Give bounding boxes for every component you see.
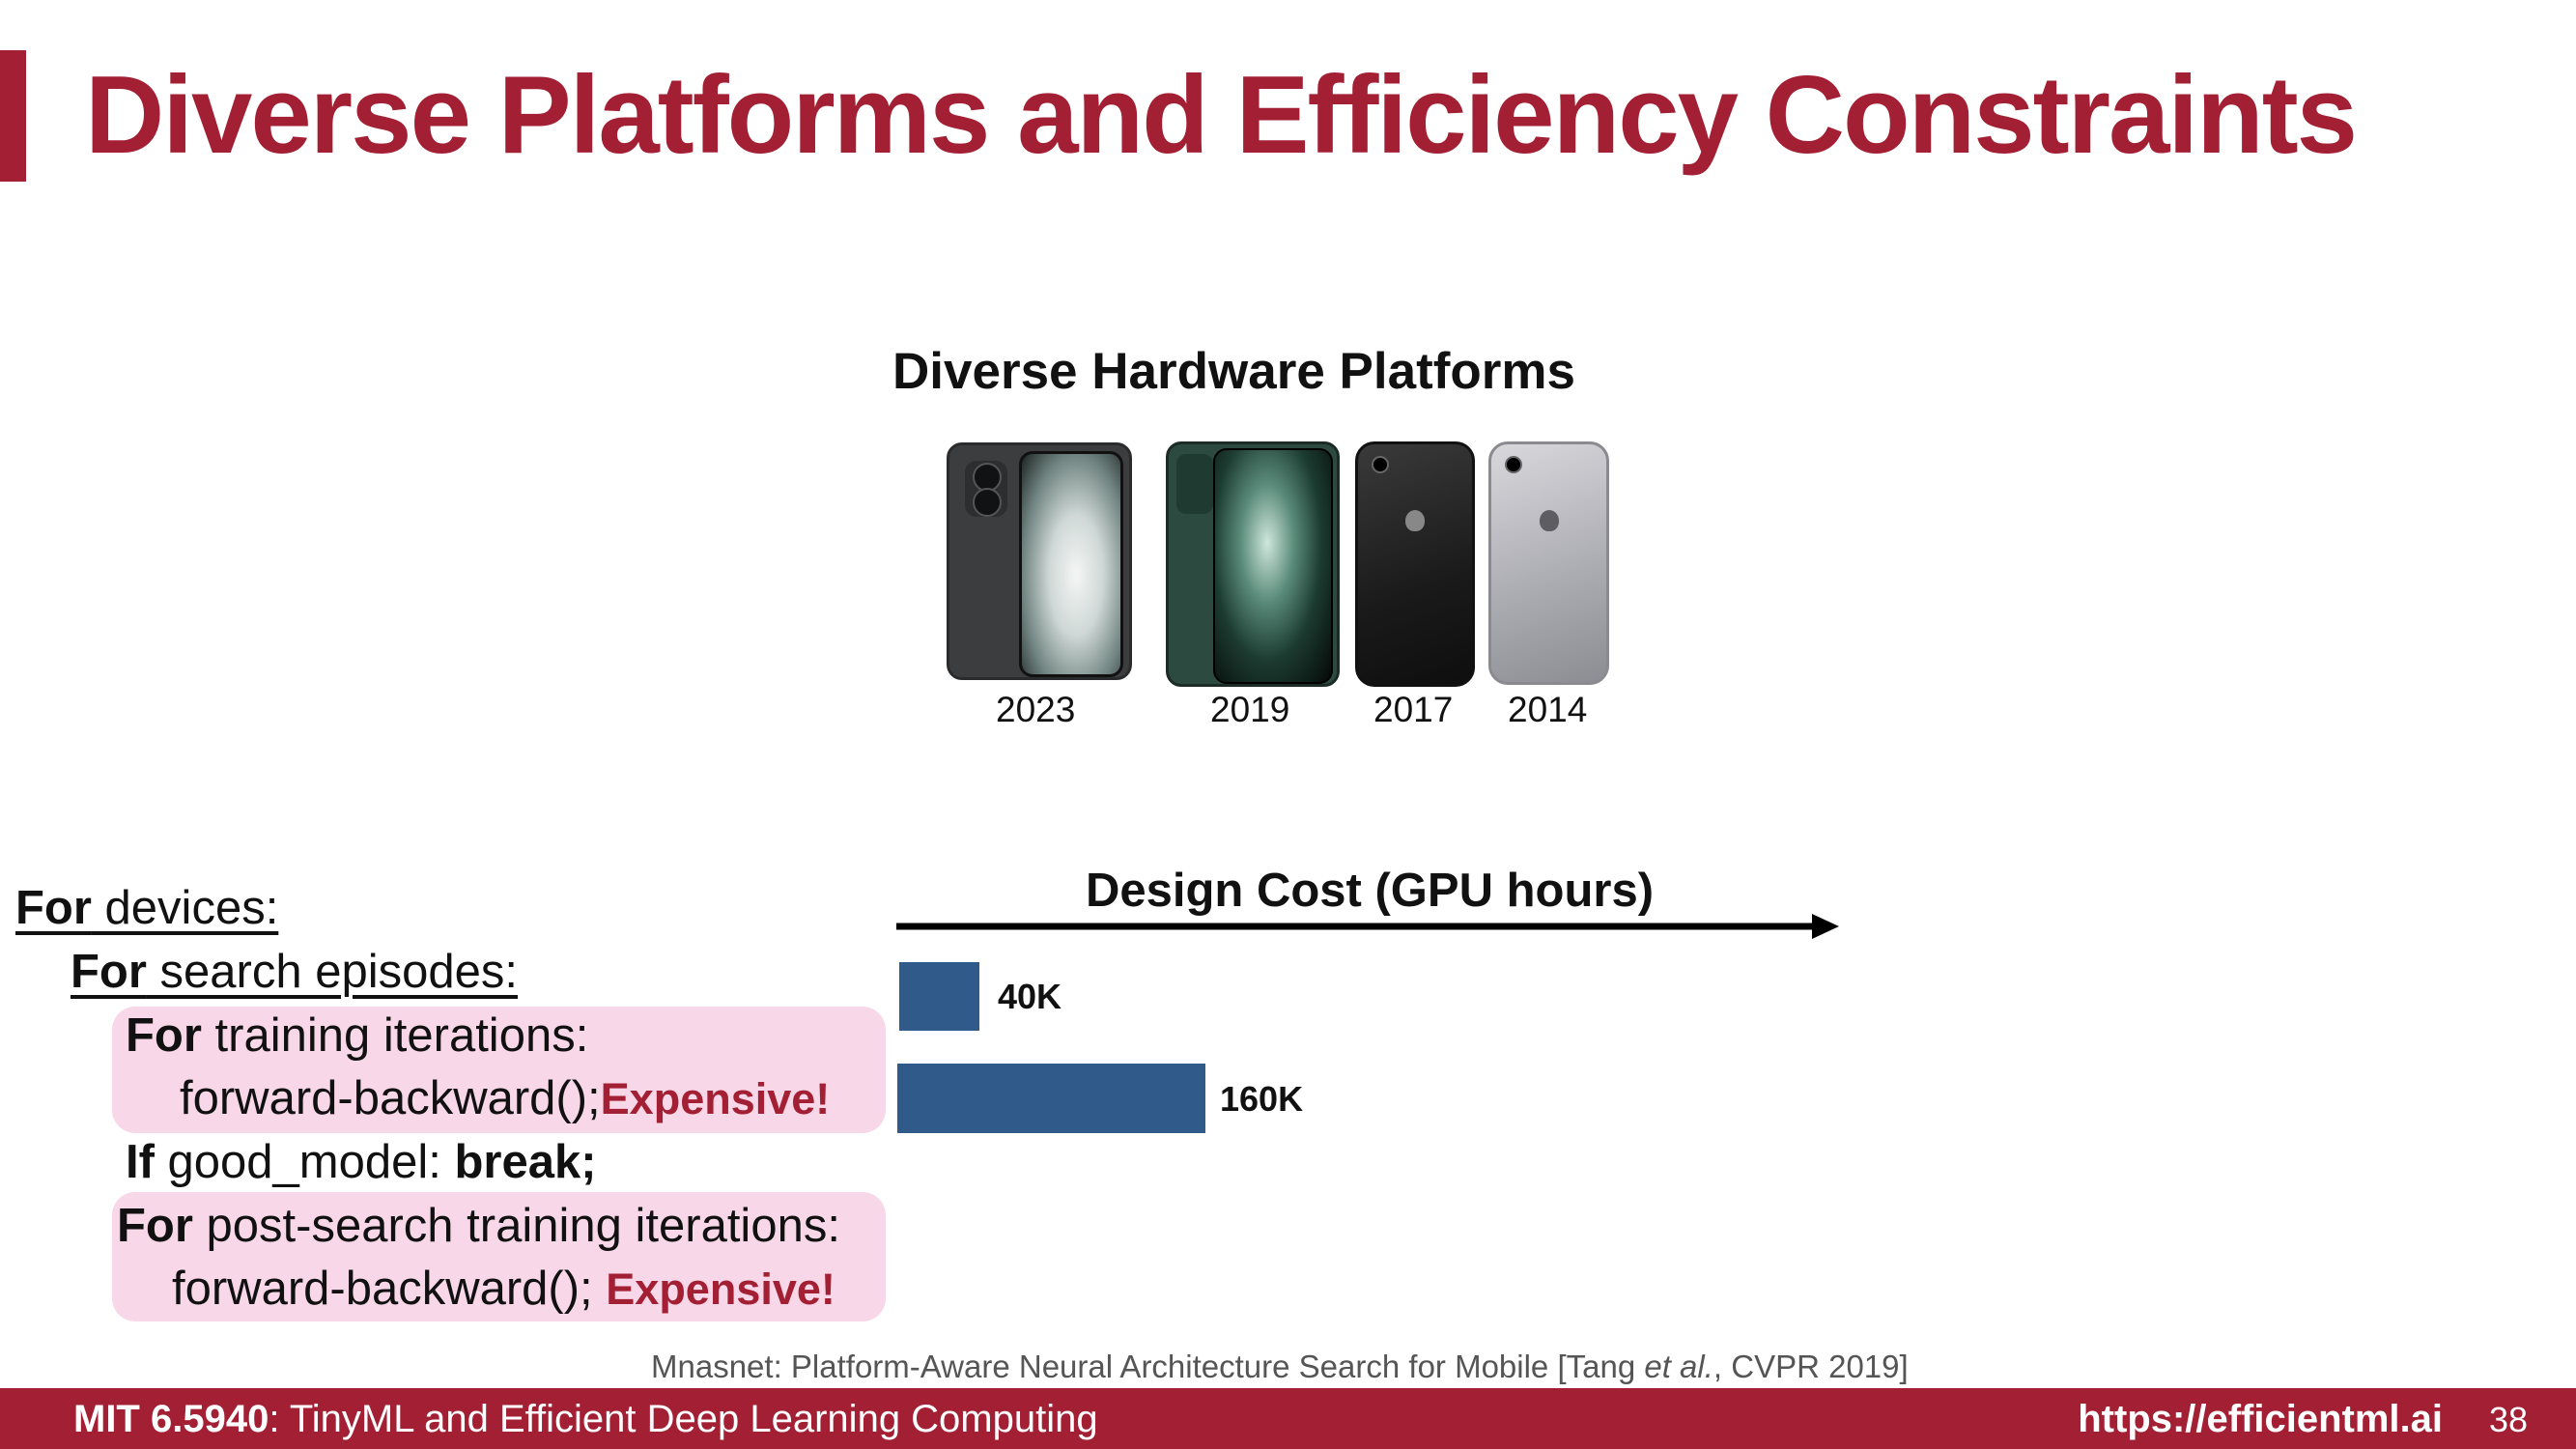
- phone-screen: [1213, 448, 1333, 684]
- cost-bar-label-40k: 40K: [998, 977, 1062, 1016]
- apple-logo-icon: [1539, 510, 1559, 531]
- footer-bar: MIT 6.5940: TinyML and Efficient Deep Le…: [0, 1388, 2576, 1449]
- code-line-for-devices: For devices:: [15, 882, 279, 934]
- code-line-for-search-episodes: For search episodes:: [71, 946, 518, 998]
- phone-2019-image: [1166, 441, 1340, 687]
- cost-bar-40k: [899, 962, 979, 1031]
- camera-icon: [1372, 456, 1389, 473]
- phone-2023-image: [947, 442, 1132, 680]
- phone-2017-image: [1355, 441, 1475, 687]
- code-line-post-search: For post-search training iterations:: [117, 1200, 840, 1252]
- camera-icon: [1505, 456, 1522, 473]
- code-line-forward-backward-1: forward-backward();Expensive!: [180, 1072, 831, 1124]
- year-label-2019: 2019: [1210, 690, 1290, 729]
- hardware-section-title: Diverse Hardware Platforms: [892, 343, 1575, 400]
- camera-icon: [965, 461, 1007, 517]
- code-line-for-training-iterations: For training iterations:: [126, 1009, 589, 1062]
- camera-icon: [1176, 454, 1213, 514]
- apple-logo-icon: [1405, 510, 1425, 531]
- footer-course: MIT 6.5940: TinyML and Efficient Deep Le…: [73, 1398, 1098, 1440]
- citation: Mnasnet: Platform-Aware Neural Architect…: [651, 1349, 1909, 1384]
- slide-title: Diverse Platforms and Efficiency Constra…: [85, 54, 2358, 177]
- design-cost-title: Design Cost (GPU hours): [1086, 865, 1655, 917]
- cost-bar-160k: [897, 1064, 1205, 1133]
- code-line-forward-backward-2: forward-backward(); Expensive!: [172, 1263, 835, 1315]
- cost-axis-arrow: [896, 914, 1839, 939]
- cost-bar-label-160k: 160K: [1220, 1079, 1304, 1119]
- phone-2014-image: [1488, 441, 1609, 685]
- year-label-2023: 2023: [996, 690, 1076, 729]
- training-loop-highlight: [112, 1007, 886, 1133]
- page-number: 38: [2488, 1400, 2528, 1439]
- code-line-if-good-model: If good_model: break;: [126, 1136, 597, 1188]
- title-accent-bar: [0, 50, 26, 182]
- phone-screen: [1019, 451, 1123, 677]
- expensive-tag: Expensive!: [606, 1264, 835, 1314]
- year-label-2014: 2014: [1508, 690, 1588, 729]
- post-search-highlight: [112, 1192, 886, 1321]
- footer-url-link[interactable]: https://efficientml.ai: [2078, 1398, 2443, 1440]
- year-label-2017: 2017: [1373, 690, 1454, 729]
- expensive-tag: Expensive!: [600, 1074, 831, 1123]
